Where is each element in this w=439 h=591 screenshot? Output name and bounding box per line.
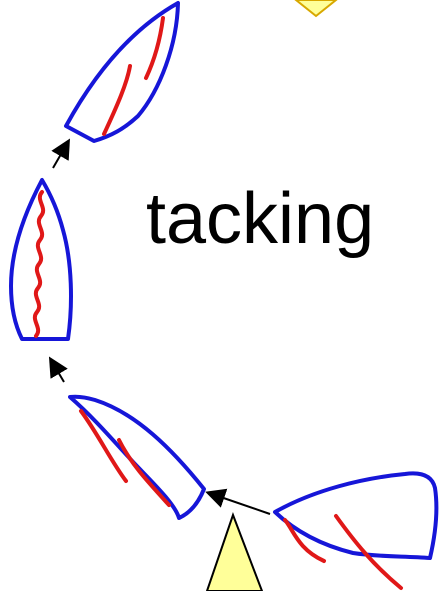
boat-start-hull [273,471,439,560]
wind-direction-marker [205,512,264,591]
boat-lower-sail-2 [117,438,171,507]
arrow-middle [48,356,68,383]
arrow-lower [205,488,271,515]
boat-start-sail-1 [283,518,326,563]
boat-head-to-wind-sail [32,190,46,338]
boat-start-sail-2 [334,514,403,590]
top-wind-marker [294,0,338,18]
boat-lower [68,394,206,520]
arrow-upper [51,138,70,169]
boat-lower-sail-1 [79,409,128,483]
boat-start [273,471,439,590]
boat-lower-hull [68,394,206,520]
diagram-label: tacking [146,179,375,259]
boat-head-to-wind-hull [9,178,73,341]
boat-top-sail-2 [144,16,165,80]
boat-top-sail-1 [102,64,132,136]
boat-top-hull [64,1,180,143]
boat-head-to-wind [9,178,73,341]
boat-top [64,1,180,143]
